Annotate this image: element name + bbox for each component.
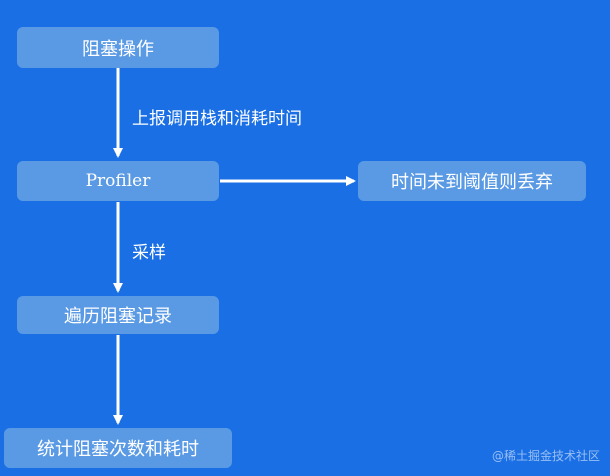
edge-label-report: 上报调用栈和消耗时间 <box>132 109 302 129</box>
node-traverse: 遍历阻塞记录 <box>17 296 219 334</box>
node-profiler: Profiler <box>17 161 219 201</box>
watermark: @稀土掘金技术社区 <box>491 449 600 463</box>
edge-label-sample: 采样 <box>132 243 166 263</box>
node-stats: 统计阻塞次数和耗时 <box>4 428 232 468</box>
node-block-op: 阻塞操作 <box>17 27 219 68</box>
node-discard: 时间未到阈值则丢弃 <box>358 161 586 201</box>
